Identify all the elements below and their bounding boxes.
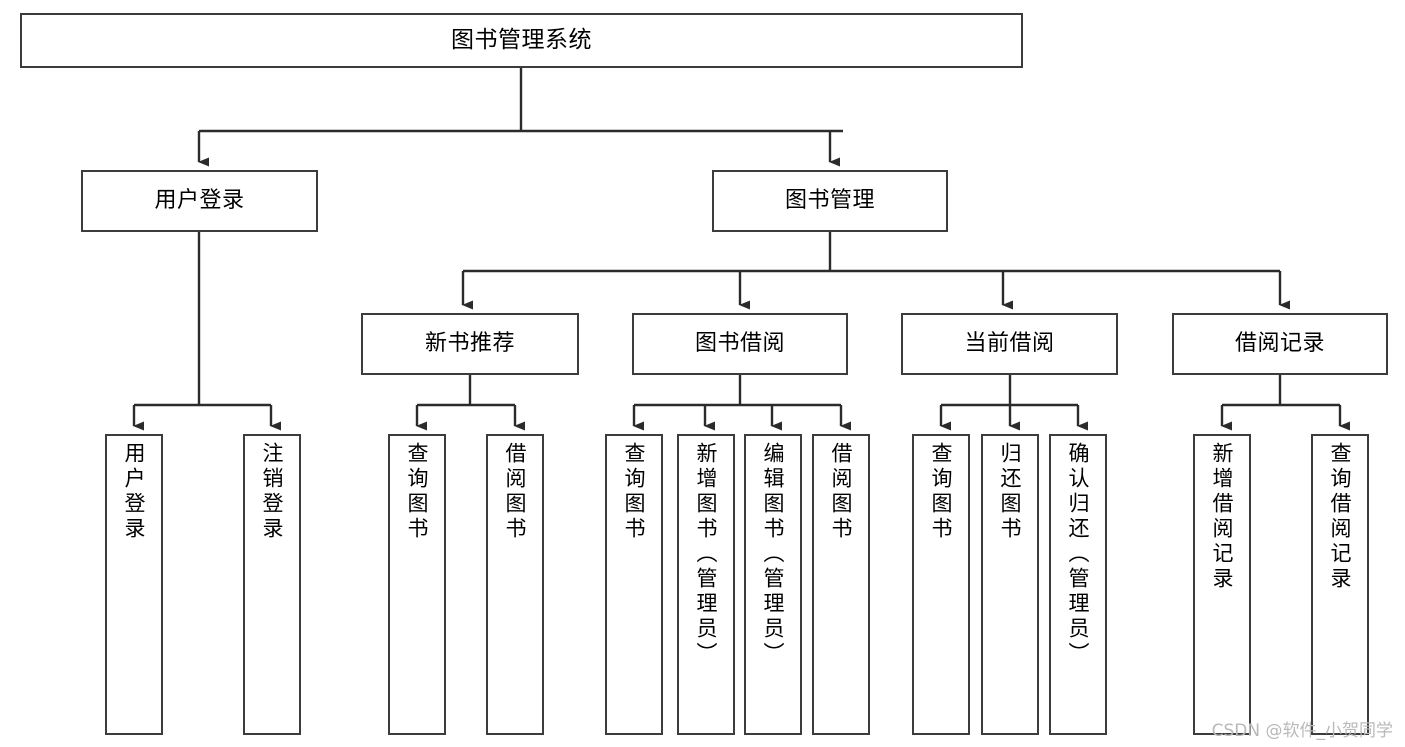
node-label: 查询借阅记录 — [1328, 442, 1353, 592]
node-label: 用户登录 — [154, 188, 245, 214]
node-leaf-query-book-borrow[interactable]: 查询图书 — [605, 434, 663, 735]
node-label: 借阅图书 — [829, 442, 854, 542]
node-label: 查询图书 — [622, 442, 647, 542]
node-label: 查询图书 — [929, 442, 954, 542]
node-leaf-edit-book[interactable]: 编辑图书（管理员） — [744, 434, 802, 735]
node-label: 查询图书 — [405, 442, 430, 542]
node-label: 借阅记录 — [1234, 331, 1325, 357]
node-leaf-return-book[interactable]: 归还图书 — [981, 434, 1039, 735]
node-borrow-record[interactable]: 借阅记录 — [1172, 313, 1388, 375]
node-leaf-query-book-current[interactable]: 查询图书 — [912, 434, 970, 735]
node-book-management[interactable]: 图书管理 — [712, 170, 948, 232]
node-label: 借阅图书 — [503, 442, 528, 542]
node-leaf-borrow-book-recommend[interactable]: 借阅图书 — [486, 434, 544, 735]
node-book-borrow[interactable]: 图书借阅 — [632, 313, 848, 375]
watermark-text: CSDN @软件_小贺同学 — [1211, 721, 1393, 741]
node-label: 新增借阅记录 — [1210, 442, 1235, 592]
node-leaf-add-book[interactable]: 新增图书（管理员） — [677, 434, 735, 735]
node-label: 当前借阅 — [964, 331, 1055, 357]
node-leaf-query-book-recommend[interactable]: 查询图书 — [388, 434, 446, 735]
node-label: 图书管理 — [784, 188, 875, 214]
node-leaf-logout[interactable]: 注销登录 — [243, 434, 301, 735]
node-label: 用户登录 — [122, 442, 147, 542]
node-label: 图书借阅 — [694, 331, 785, 357]
node-leaf-add-borrow-record[interactable]: 新增借阅记录 — [1193, 434, 1251, 735]
node-label: 注销登录 — [260, 442, 285, 542]
node-label: 编辑图书（管理员） — [761, 442, 786, 667]
node-label: 图书管理系统 — [451, 26, 592, 53]
node-root-book-management-system[interactable]: 图书管理系统 — [20, 13, 1023, 68]
node-label: 新增图书（管理员） — [694, 442, 719, 667]
node-leaf-confirm-return[interactable]: 确认归还（管理员） — [1049, 434, 1107, 735]
node-label: 归还图书 — [998, 442, 1023, 542]
node-current-borrow[interactable]: 当前借阅 — [901, 313, 1118, 375]
node-label: 确认归还（管理员） — [1066, 442, 1091, 667]
node-leaf-borrow-book[interactable]: 借阅图书 — [812, 434, 870, 735]
node-leaf-user-login[interactable]: 用户登录 — [105, 434, 163, 735]
node-new-book-recommend[interactable]: 新书推荐 — [361, 313, 579, 375]
node-leaf-query-borrow-record[interactable]: 查询借阅记录 — [1311, 434, 1369, 735]
node-label: 新书推荐 — [424, 331, 515, 357]
node-user-login[interactable]: 用户登录 — [81, 170, 318, 232]
